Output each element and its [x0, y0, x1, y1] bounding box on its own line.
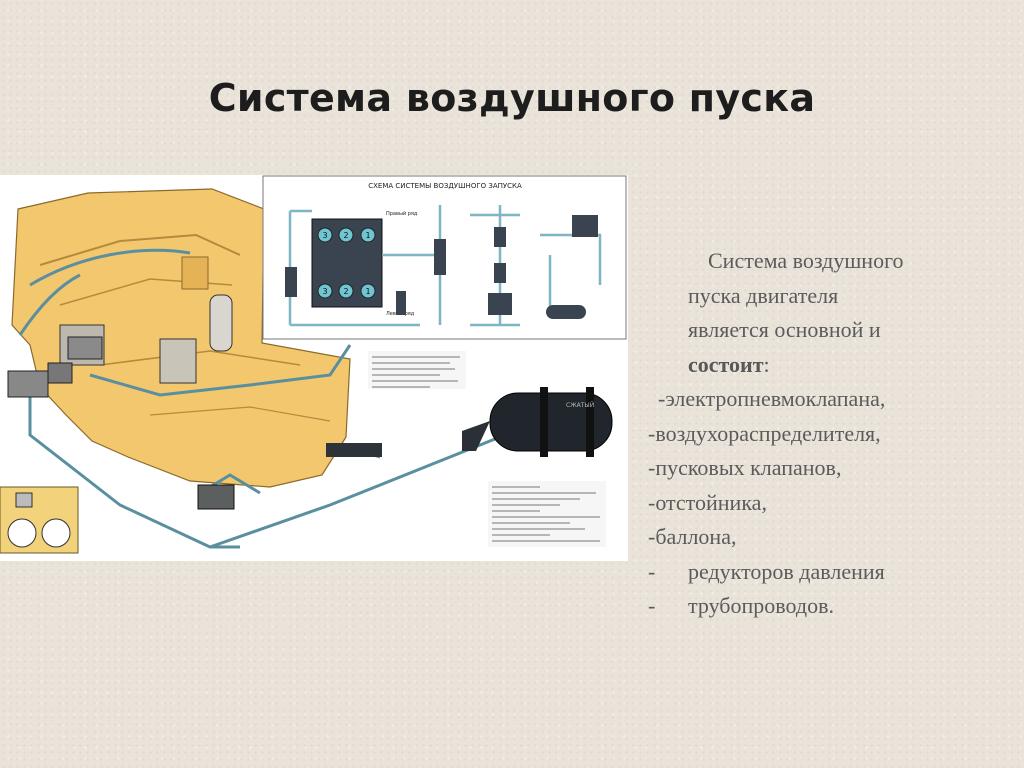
valves-drawing: [197, 443, 382, 510]
cylinder-label: 3: [322, 231, 327, 240]
balloon-label: СЖАТЫЙ: [566, 402, 594, 409]
list-item: -отстойника,: [648, 489, 767, 515]
list-item: -баллона,: [648, 524, 737, 549]
slide-body-text: Система воздушного пуска двигателя являе…: [648, 244, 1018, 624]
list-item: -пусковых клапанов,: [648, 455, 842, 480]
right-row-label: Правый ряд: [386, 210, 418, 217]
intro-line: состоит:: [648, 348, 1018, 383]
bullet-dash: -: [648, 593, 656, 618]
list-item: -электропневмоклапана,: [658, 386, 886, 411]
list-item: -воздухораспределителя,: [648, 420, 881, 446]
cylinder-label: 3: [322, 287, 327, 296]
intro-line: Система воздушного: [708, 248, 904, 273]
schematic-title: СХЕМА СИСТЕМЫ ВОЗДУШНОГО ЗАПУСКА: [368, 182, 522, 190]
legend-text-block: [368, 351, 606, 547]
bullet-list-item: - редукторов давления: [648, 555, 1018, 590]
cylinder-label: 1: [365, 231, 370, 240]
bold-word: состоит: [688, 351, 764, 377]
cylinder-label: 1: [365, 287, 370, 296]
intro-line: является основной и: [688, 317, 881, 342]
gauge-panel-drawing: [0, 486, 79, 554]
intro-line: пуска двигателя: [688, 282, 839, 308]
cylinder-label: 2: [343, 287, 348, 296]
bullet-text: трубопроводов.: [688, 593, 834, 618]
colon: :: [763, 351, 770, 377]
slide-title: Система воздушного пуска: [208, 76, 816, 120]
bullet-list-item: - трубопроводов.: [648, 589, 1018, 624]
air-cylinder-drawing: СЖАТЫЙ: [462, 387, 613, 457]
bullet-dash: -: [648, 558, 656, 584]
air-start-system-diagram: СХЕМА СИСТЕМЫ ВОЗДУШНОГО ЗАПУСКА 3 2 1 3…: [0, 175, 628, 561]
schematic-inset: СХЕМА СИСТЕМЫ ВОЗДУШНОГО ЗАПУСКА 3 2 1 3…: [262, 175, 627, 340]
cylinder-label: 2: [343, 231, 348, 240]
bullet-text: редукторов давления: [688, 558, 885, 584]
distributor-valve-drawing: [7, 336, 103, 398]
